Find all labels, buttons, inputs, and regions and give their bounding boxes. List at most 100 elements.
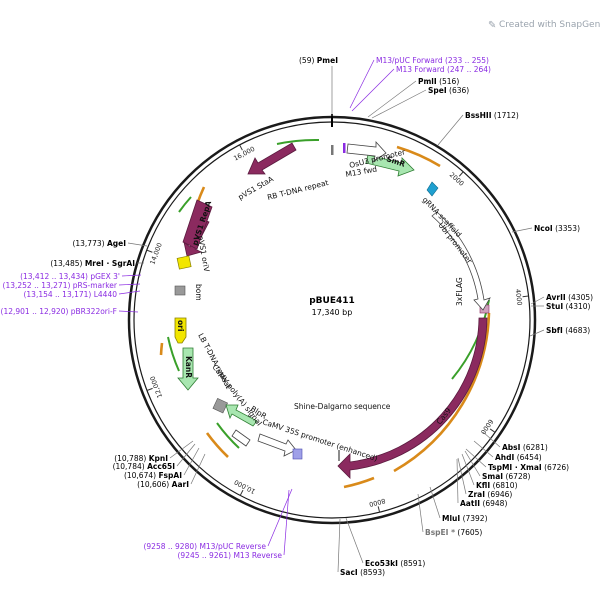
primer-label: (9258 .. 9280) M13/pUC Reverse [143,542,266,551]
site-name: NcoI [534,224,553,233]
site-name: SacI [340,568,358,577]
restriction-site-label: NcoI (3353) [534,224,580,233]
site-leader-line [121,274,142,277]
tick-mark [377,506,381,513]
site-position: (13,485) [50,259,82,268]
primer-label: (13,412 .. 13,434) pGEX 3' [20,272,120,281]
site-leader-line [511,227,533,233]
site-position: (10,788) [114,454,146,463]
site-leader-line [457,457,467,495]
3xflag-label: 3xFLAG [455,277,464,306]
site-name: KflI [476,481,490,490]
site-name: pGEX 3' [90,272,120,281]
restriction-site-label: ZraI (6946) [468,490,512,499]
shine-dalgarno-label: Shine-Dalgarno sequence [294,402,391,411]
orf-arc-green [276,138,320,145]
site-name: FspAI [158,471,182,480]
tick-label: 4000 [514,289,524,306]
tick-label: 8000 [368,497,386,509]
rb-tdna-repeat-label: RB T-DNA repeat [266,178,329,202]
orf-arc-orange [205,432,229,458]
restriction-site-label: (10,788) KpnI [114,454,168,463]
ori-label: ori [176,320,185,331]
site-position: (7605) [457,528,482,537]
pvs1-repa-body [182,199,213,250]
site-leader-line [465,448,487,468]
restriction-site-label: (10,784) Acc65I [113,462,176,471]
restriction-site-label: AhdI (6454) [495,453,542,462]
primer-label: (13,252 .. 13,271) pRS-marker [3,281,118,290]
site-leader-line [530,296,545,305]
site-leader-line [118,283,141,286]
m13-fwd-marker [343,143,346,153]
site-leader-line [482,431,501,448]
lb-tdna-repeat-box [212,397,228,414]
site-leader-line [437,114,464,146]
backbone [127,114,537,525]
primer-label: M13 Forward (247 .. 264) [396,65,491,74]
site-position: (7392) [463,514,488,523]
site-name: SpeI [428,86,447,95]
primer-label: (13,154 .. 13,171) L4440 [23,290,117,299]
site-position: (636) [449,86,469,95]
site-name: Acc65I [147,462,175,471]
site-position: (10,606) [137,480,169,489]
site-name: KpnI [149,454,169,463]
site-position: (233 .. 255) [445,56,489,65]
site-position: (13,412 .. 13,434) [20,272,88,281]
site-name: MreI · SgrAI [85,259,135,268]
site-name: ZraI [468,490,485,499]
restriction-site-label: KflI (6810) [476,481,518,490]
blpr-arrow [225,404,258,427]
site-name: TspMI · XmaI [488,463,542,472]
ori-arrow [174,317,187,344]
site-leader-line [118,290,141,295]
orf-arc-green [216,422,240,449]
tick-label: 2000 [448,171,466,188]
site-name: pBR322ori-F [71,307,117,316]
site-name: pRS-marker [73,281,118,290]
site-position: (6810) [493,481,518,490]
bom-box [174,285,186,296]
tick-label: 12,000 [149,375,165,399]
watermark-text: Created with SnapGene® [499,20,600,30]
enhancer-box [292,448,303,460]
backbone-outer-strand [127,115,537,525]
site-name: PmlI [418,77,437,86]
site-position: (6454) [517,453,542,462]
tick-label: 6000 [479,418,495,436]
pvs1-oriv-box [176,255,192,270]
camv-35s-label: CaMV 35S promoter (enhanced) [261,417,378,463]
tick-label: 14,000 [148,242,164,266]
restriction-site-label: StuI (4310) [546,302,591,311]
site-name: M13 Reverse [233,551,282,560]
site-name: M13 Forward [396,65,445,74]
restriction-site-label: (59) PmeI [299,56,338,65]
site-leader-line [345,517,364,564]
tick-label: 10,000 [233,478,257,496]
site-name: AbsI [502,443,521,452]
camv-35s-promoter-arrow [257,433,297,457]
osu3-promoter-arrow [346,140,387,162]
site-leader-line [190,453,206,485]
primer-label: M13/pUC Forward (233 .. 255) [376,56,489,65]
restriction-site-label: AatII (6948) [460,499,507,508]
orf-arc-orange [396,145,441,168]
site-leader-line [371,89,427,119]
site-name: M13/pUC Reverse [199,542,266,551]
site-leader-line [118,310,139,313]
site-name: AgeI [107,239,126,248]
site-position: (6946) [487,490,512,499]
site-position: (13,773) [72,239,104,248]
restriction-site-label: (13,773) AgeI [72,239,126,248]
site-position: (247 .. 264) [447,65,491,74]
restriction-site-label: (10,606) AarI [137,480,189,489]
orf-arc-orange [159,342,164,356]
site-name: BssHII [465,111,492,120]
site-name: PmeI [317,56,338,65]
site-leader-line [456,458,459,504]
rb-tdna-repeat-box [331,145,334,155]
site-name: AvrII [546,293,566,302]
site-leader-lines [118,59,545,573]
